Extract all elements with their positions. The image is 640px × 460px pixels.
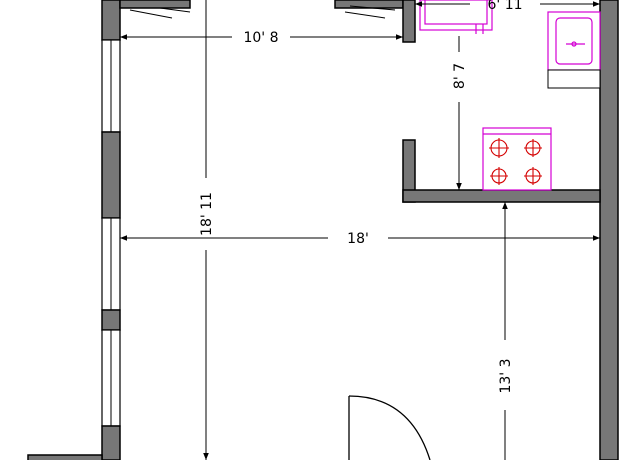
kitchen-walls — [402, 139, 601, 203]
appliance-top — [419, 0, 493, 34]
dim-label-6-11: 6' 11 — [487, 0, 522, 13]
right-wall — [599, 0, 619, 460]
dim-overall-width: 18' — [120, 231, 600, 247]
dim-label-18: 18' — [347, 231, 369, 247]
top-partition — [119, 0, 416, 43]
door-swing — [348, 395, 431, 460]
dim-label-18-11: 18' 11 — [199, 192, 215, 236]
dim-overall-height: 18' 11 — [199, 0, 215, 460]
dim-label-13-3: 13' 3 — [498, 358, 514, 393]
dim-label-8-7: 8' 7 — [452, 63, 468, 89]
dim-width-kitchen-top: 6' 11 — [415, 0, 600, 13]
left-wall — [101, 0, 121, 460]
bottom-left-wall — [27, 454, 103, 460]
dim-lower-depth: 13' 3 — [498, 202, 514, 460]
sink — [547, 11, 601, 89]
dim-width-living-top: 10' 8 — [120, 30, 403, 46]
dim-kitchen-depth: 8' 7 — [452, 36, 468, 190]
stove — [482, 127, 552, 191]
dim-label-10-8: 10' 8 — [243, 30, 278, 46]
